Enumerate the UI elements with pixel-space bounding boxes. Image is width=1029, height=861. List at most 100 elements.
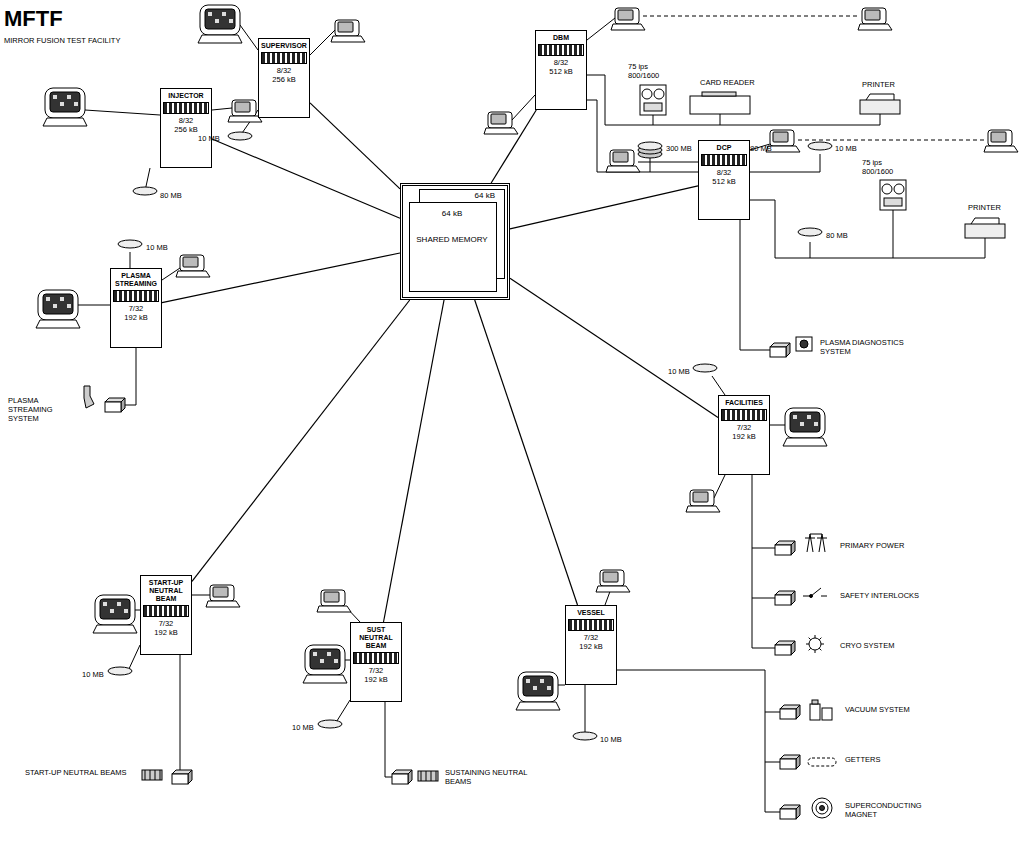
label: SUSTAINING NEUTRAL BEAMS	[445, 768, 555, 786]
computer-cabinet: INJECTOR8/32256 kB	[160, 88, 212, 168]
terminal	[317, 590, 351, 612]
control-panel	[113, 290, 159, 302]
node-text: 192 kB	[353, 675, 399, 684]
interface-box	[392, 770, 412, 784]
node-text: 8/32	[701, 168, 747, 177]
label: PRINTER	[862, 80, 895, 89]
cable	[240, 25, 258, 50]
label: 10 MB	[198, 134, 220, 143]
cable	[880, 114, 881, 125]
computer-cabinet: START-UP NEUTRAL BEAM7/32192 kB	[140, 575, 192, 655]
network-link	[510, 278, 718, 417]
diag-symbol	[796, 337, 812, 351]
cable	[85, 110, 160, 115]
node-text: INJECTOR	[163, 92, 209, 100]
label: CARD READER	[700, 78, 755, 87]
interface-box	[172, 770, 192, 784]
vacuum-symbol	[810, 700, 832, 720]
terminal	[176, 255, 210, 277]
label: 10 MB	[600, 735, 622, 744]
disk-drive	[228, 132, 252, 140]
computer-cabinet: FACILITIES7/32192 kB	[718, 395, 770, 475]
label: 80 MB	[826, 231, 848, 240]
computer-cabinet: VESSEL7/32192 kB	[565, 605, 617, 685]
interface-box	[775, 541, 795, 555]
node-text: 64 kB	[403, 191, 507, 201]
cable	[638, 162, 698, 163]
cable	[78, 305, 110, 306]
label: 75 ips 800/1600	[862, 158, 902, 176]
node-text: 512 kB	[701, 177, 747, 186]
network-link	[510, 186, 698, 229]
label: SAFETY INTERLOCKS	[840, 591, 919, 600]
graphics-console	[36, 290, 80, 328]
graphics-console	[198, 5, 242, 43]
cable	[740, 220, 770, 350]
node-text: 7/32	[353, 666, 399, 675]
computer-cabinet: SUST NEUTRAL BEAM 7/32192 kB	[350, 622, 402, 702]
label: 80 MB	[160, 191, 182, 200]
label: 10 MB	[668, 367, 690, 376]
cable	[750, 200, 985, 258]
control-panel	[261, 52, 307, 64]
disk-drive	[808, 142, 832, 150]
tape-drive	[880, 180, 906, 210]
cable	[820, 154, 821, 172]
cable	[121, 348, 136, 405]
label: PLASMA STREAMING SYSTEM	[8, 396, 76, 423]
shared-memory: 64 kB64 kBSHARED MEMORY	[400, 183, 510, 300]
node-text: 8/32	[538, 58, 584, 67]
terminal-line	[798, 140, 986, 141]
label: PRIMARY POWER	[840, 541, 904, 550]
node-text: 256 kB	[261, 75, 307, 84]
disk-drive	[133, 187, 157, 195]
disk-drive	[638, 142, 662, 158]
control-panel	[353, 652, 399, 664]
label: MIRROR FUSION TEST FACILITY	[4, 36, 120, 45]
cable	[752, 598, 775, 599]
computer-cabinet: DCP 8/32512 kB	[698, 140, 750, 220]
cable	[752, 475, 775, 648]
node-text: DBM	[538, 34, 584, 42]
getter-symbol	[808, 758, 836, 766]
interface-box	[780, 755, 800, 769]
terminal	[206, 585, 240, 607]
interface-box	[770, 343, 790, 357]
tape-drive	[640, 85, 666, 115]
node-text: DCP	[701, 144, 747, 152]
power-symbol	[805, 534, 827, 552]
network-link	[212, 139, 400, 218]
cable	[765, 712, 780, 713]
stream-symbol	[84, 386, 94, 408]
network-link	[192, 300, 410, 581]
node-text: 8/32	[163, 116, 209, 125]
cable	[558, 685, 565, 686]
graphics-console	[783, 408, 827, 446]
cable	[385, 702, 392, 777]
cable	[128, 645, 140, 671]
label: 10 MB	[82, 670, 104, 679]
interface-box	[105, 398, 125, 412]
title: MFTF	[4, 6, 63, 32]
cable	[617, 670, 780, 812]
cable	[720, 114, 721, 125]
terminal	[484, 112, 518, 134]
interlock-symbol	[803, 588, 827, 598]
interface-box	[775, 591, 795, 605]
network-link	[384, 300, 444, 622]
disk-drive	[798, 228, 822, 236]
node-text: SUST NEUTRAL BEAM	[353, 626, 399, 650]
control-panel	[143, 605, 189, 617]
network-link	[162, 253, 400, 303]
interface-box	[775, 641, 795, 655]
cable	[587, 18, 615, 40]
cable	[212, 108, 232, 110]
node-text: 7/32	[113, 304, 159, 313]
terminal	[606, 150, 640, 172]
cable	[714, 475, 725, 498]
label: SUPERCONDUCTING MAGNET	[845, 801, 945, 819]
graphics-console	[93, 595, 137, 633]
cable	[585, 685, 586, 736]
